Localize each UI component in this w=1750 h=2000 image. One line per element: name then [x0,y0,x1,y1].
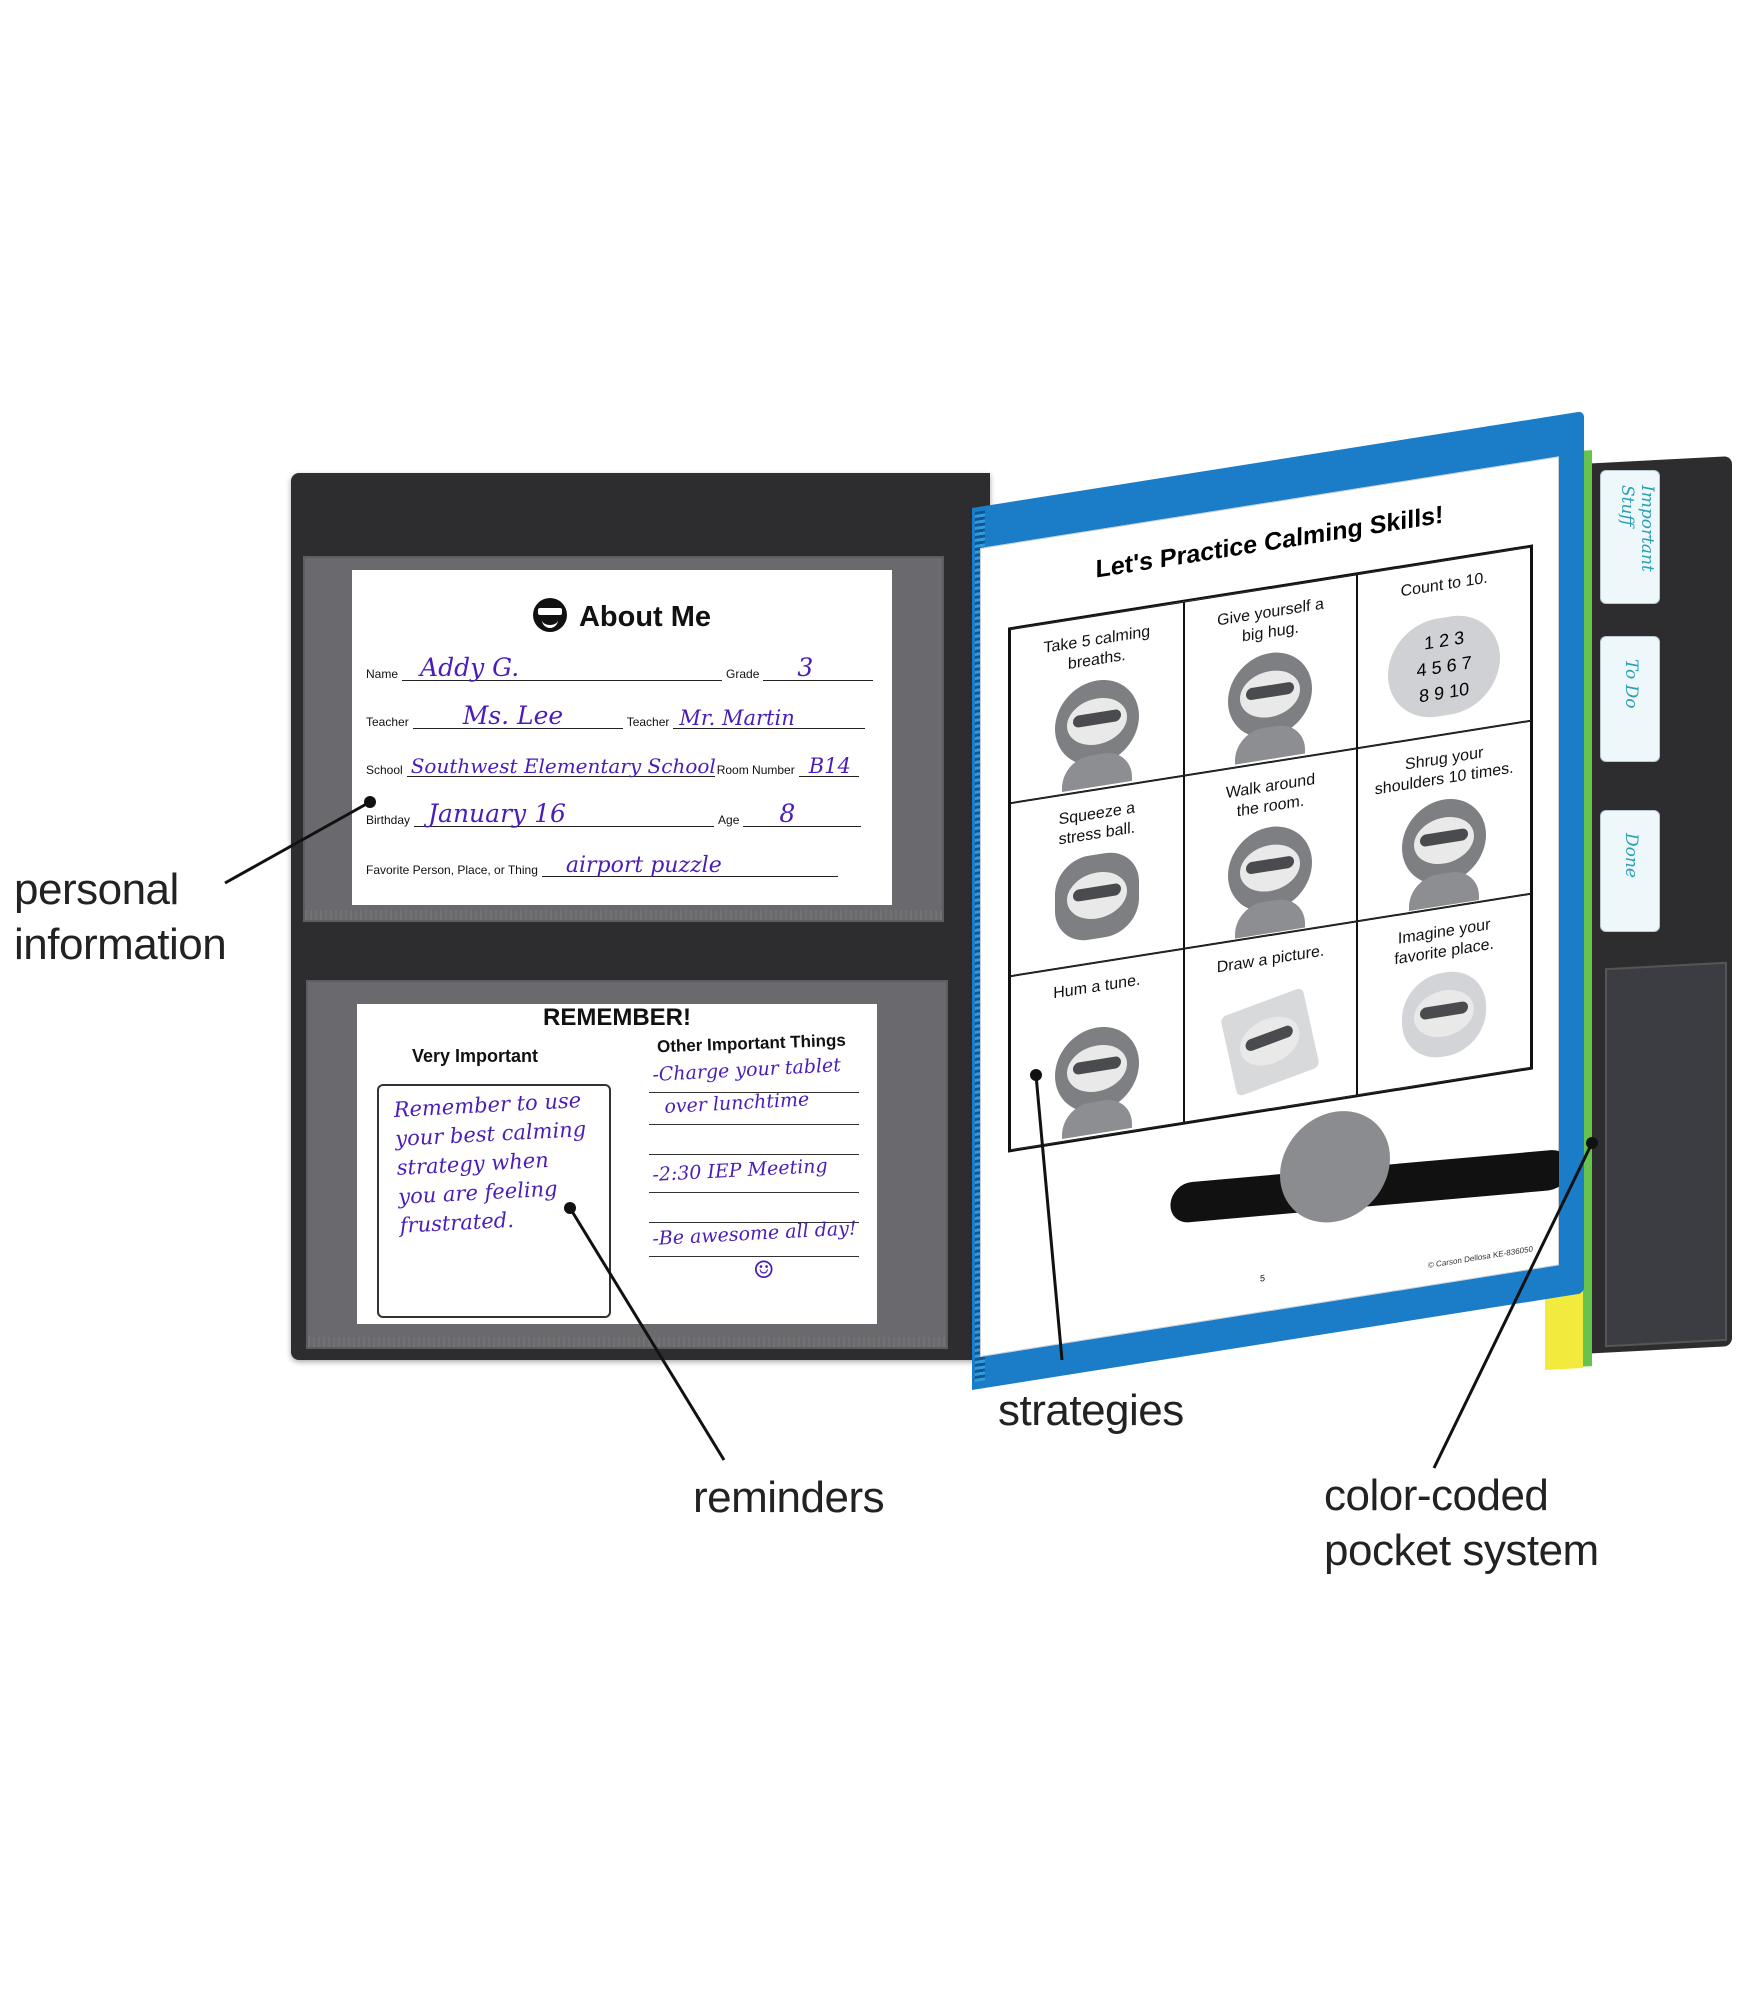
field-value-grade: 3 [797,653,814,682]
field-value-name: Addy G. [420,653,520,682]
field-label-school: School [366,763,403,777]
tab-important-stuff-label: Important Stuff [1617,485,1657,572]
leader-dot-pocket [1586,1137,1598,1149]
very-important-heading: Very Important [412,1046,539,1066]
leader-pocket [1432,1142,1594,1469]
field-value-school: Southwest Elementary School [410,754,716,778]
todo-line-5 [649,1222,859,1223]
remember-title: REMEMBER! [543,1004,691,1031]
about-me-title: About Me [578,601,712,633]
leader-dot-personal [364,796,376,808]
sunglasses-smiley-icon [532,598,567,632]
field-label-teacher-1: Teacher [366,715,409,729]
tab-done[interactable]: Done [1600,810,1660,932]
field-value-teacher-2: Mr. Martin [679,706,795,730]
todo-line-4 [649,1192,859,1193]
smiley-icon: ☺ [753,1256,775,1284]
about-me-card: About Me Name Addy G. Grade 3 Teacher Ms… [352,570,892,905]
field-value-room-number: B14 [808,754,851,778]
tab-to-do[interactable]: To Do [1600,636,1660,762]
leader-dot-reminders [564,1202,576,1214]
field-label-name: Name [366,667,399,681]
tab-to-do-label: To Do [1621,659,1641,709]
leader-strategies [1034,1074,1064,1361]
leader-dot-strategies [1030,1069,1042,1081]
callout-personal-information: personal information [14,865,227,969]
about-me-heading: About Me [352,598,892,634]
field-label-age: Age [718,813,740,827]
field-label-birthday: Birthday [366,813,411,827]
tab-important-stuff[interactable]: Important Stuff [1600,470,1660,604]
leader-reminders [568,1207,726,1461]
field-label-room-number: Room Number [716,763,795,777]
field-label-grade: Grade [726,667,760,681]
callout-reminders: reminders [693,1473,885,1522]
tab-done-label: Done [1621,833,1641,878]
callout-color-coded-pocket-system: color-coded pocket system [1324,1471,1599,1575]
todo-line-2 [649,1124,859,1125]
callout-strategies: strategies [998,1386,1184,1435]
field-value-favorite: airport puzzle [565,853,722,878]
leader-personal [224,800,371,885]
todo-line-3 [649,1154,859,1155]
todo-line-1 [649,1092,859,1093]
field-label-teacher-2: Teacher [626,715,670,729]
field-value-birthday: January 16 [428,799,566,828]
very-important-note-box: Remember to use your best calming strate… [377,1084,611,1318]
field-label-favorite: Favorite Person, Place, or Thing [366,863,538,877]
field-value-age: 8 [779,799,796,828]
field-value-teacher-1: Ms. Lee [462,701,564,730]
remember-card: REMEMBER! Very Important Other Important… [357,1004,877,1324]
todo-line-6 [649,1256,859,1257]
